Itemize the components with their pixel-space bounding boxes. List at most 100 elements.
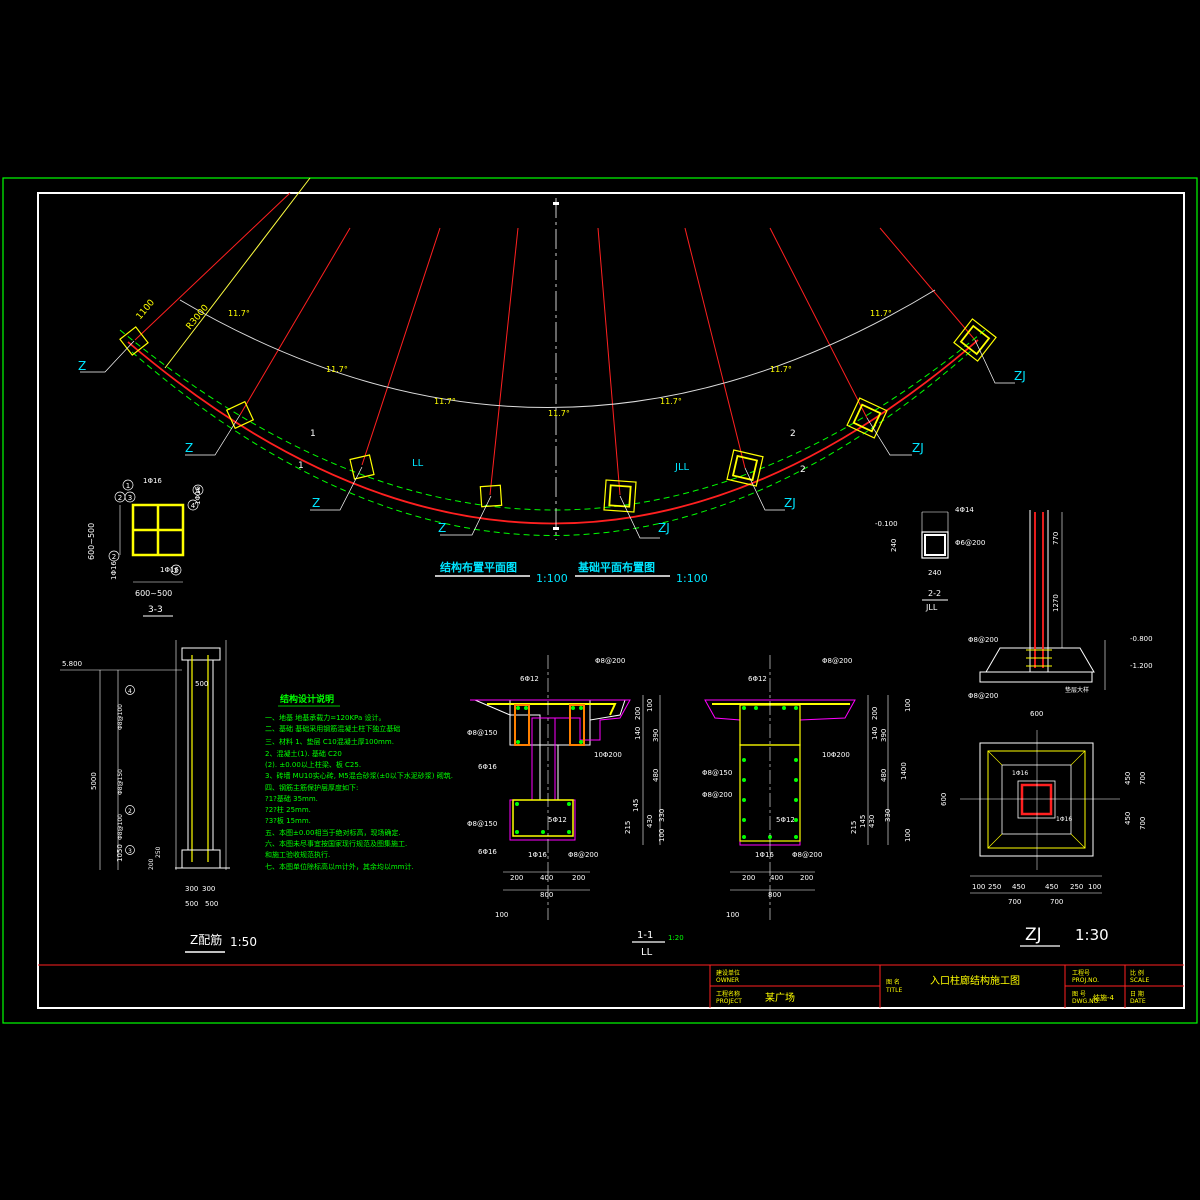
- rebar-label: Φ8@150: [702, 769, 732, 777]
- column-label: Z: [185, 441, 193, 455]
- section-title: 3-3: [148, 605, 163, 615]
- dim-label: 450: [1012, 883, 1025, 891]
- tb-sub: TITLE: [885, 987, 902, 994]
- rebar-label: 1Φ16: [755, 851, 774, 859]
- dim-label: 700: [1008, 898, 1021, 906]
- rebar-label: Φ8@200: [968, 692, 998, 700]
- rebar-label: 6Φ16: [478, 848, 497, 856]
- angle-label: 11.7°: [870, 309, 892, 318]
- rebar-label: 1Φ16: [1012, 770, 1028, 777]
- note-line: (2). ±0.00以上柱梁、板 C25.: [265, 760, 361, 769]
- mark-3: 3: [128, 494, 132, 502]
- rebar-label: 1Φ16: [160, 566, 179, 574]
- tb-sub: PROJECT: [716, 998, 742, 1005]
- note-line: ?1?基础 35mm.: [265, 794, 318, 803]
- dim-label: 600~500: [87, 523, 96, 560]
- tb-sub: DATE: [1130, 998, 1146, 1005]
- tb-label: 比 例: [1130, 969, 1144, 977]
- tb-label: 建设单位: [716, 969, 740, 977]
- scale-foundation-plan: 1:100: [676, 572, 708, 585]
- dim-label: 300: [202, 885, 215, 893]
- note-line: 七、本图单位除标高以m计外，其余均以mm计.: [265, 862, 414, 871]
- offset-label: 1100: [135, 298, 158, 322]
- rebar-label: 10Φ200: [594, 751, 622, 759]
- tb-label: 工程号: [1072, 969, 1090, 977]
- dim-500: 500: [195, 680, 208, 688]
- dim-label: 200: [742, 874, 755, 882]
- dim-5000: 5000: [90, 772, 98, 790]
- tb-label: 图 名: [886, 978, 900, 986]
- section-mark: 1: [298, 461, 304, 471]
- tb-sub: DWG.NO.: [1072, 998, 1100, 1005]
- dim-label: 250: [155, 846, 162, 858]
- dim-label: 450: [1124, 772, 1132, 785]
- mark-4: 4: [191, 502, 196, 510]
- angle-label: 11.7°: [660, 397, 682, 406]
- inner-frame: [37, 192, 1185, 1009]
- dim-label: 430: [868, 815, 876, 828]
- mark-2: 2: [112, 553, 116, 561]
- section-scale: 1:20: [668, 934, 684, 942]
- section-mark: 1: [310, 429, 316, 439]
- mark-4: 4: [128, 688, 132, 695]
- elev-label: -0.100: [875, 520, 898, 528]
- section-1-1-left: Φ8@200 6Φ12 Φ8@150 6Φ16 Φ8@150 6Φ16 5Φ12…: [467, 655, 684, 958]
- dim-label: 200: [871, 707, 879, 720]
- tb-label: 图 号: [1072, 991, 1086, 998]
- dim-label: 400: [540, 874, 553, 882]
- dim-label: 145: [632, 799, 640, 812]
- angle-label: 11.7°: [434, 397, 456, 406]
- rebar-label: Φ8@150: [117, 769, 124, 795]
- dim-600: 600: [940, 793, 948, 806]
- note-line: 和施工验收规范执行.: [265, 850, 330, 859]
- dim-label: 240: [890, 539, 898, 552]
- section-title: 1-1: [637, 930, 653, 941]
- dim-600: 600: [1030, 710, 1043, 718]
- rebar-label: Φ8@200: [568, 851, 598, 859]
- column-label: Z: [78, 359, 86, 373]
- section-1-1-right: Φ8@200 6Φ12 Φ8@150 Φ8@200 5Φ12 1Φ16 Φ8@2…: [702, 655, 912, 920]
- dim-label: 480: [652, 769, 660, 782]
- dim-label: 480: [880, 769, 888, 782]
- dim-label: 430: [646, 815, 654, 828]
- zj-footing: 770 1270 -0.800 -1.200 Φ8@200 Φ8@200 垫层大…: [940, 510, 1153, 947]
- drawing-name: 入口柱廊结构施工图: [930, 974, 1020, 987]
- dim-label: 400: [770, 874, 783, 882]
- mark-2: 2: [118, 494, 122, 502]
- rebar-label: Φ8@200: [595, 657, 625, 665]
- angle-label: 11.7°: [326, 365, 348, 374]
- column-label: ZJ: [1014, 369, 1026, 383]
- rebar-label: 5Φ12: [548, 816, 567, 824]
- notes-title: 结构设计说明: [280, 693, 334, 705]
- rebar-label: 6Φ12: [748, 675, 767, 683]
- rebar-label: Φ8@200: [702, 791, 732, 799]
- dim-label: 250: [988, 883, 1001, 891]
- dim-label: 700: [1050, 898, 1063, 906]
- dim-label: 300: [185, 885, 198, 893]
- rebar-label: Φ8@100: [117, 814, 124, 840]
- beam-label-jll: JLL: [674, 462, 690, 473]
- z-column-elevation: 5.800 5000 500 1050 Φ8@100 Φ8@150 Φ8@100…: [60, 640, 257, 953]
- section-title: 2-2: [928, 589, 941, 598]
- mark-3: 3: [128, 848, 132, 855]
- cover-label: 垫层大样: [1065, 686, 1089, 694]
- tb-sub: PROJ.NO.: [1072, 977, 1099, 984]
- note-line: ?3?板 15mm.: [265, 816, 311, 825]
- dim-label: 330: [658, 809, 666, 822]
- angle-label: 11.7°: [548, 409, 570, 418]
- dim-label: 100: [726, 911, 739, 919]
- note-line: 三、材料 1、垫层 C10混凝土厚100mm.: [265, 737, 394, 746]
- tb-sub: SCALE: [1130, 977, 1149, 984]
- zj-scale: 1:30: [1075, 926, 1109, 944]
- rebar-label: 6Φ12: [520, 675, 539, 683]
- dim-label: 240: [928, 569, 941, 577]
- dim-label: 215: [850, 821, 858, 834]
- dim-label: 390: [652, 729, 660, 742]
- mark-2: 2: [128, 808, 132, 815]
- note-line: ?2?柱 25mm.: [265, 805, 311, 814]
- tb-sub: OWNER: [716, 977, 739, 984]
- rebar-label: 6Φ16: [478, 763, 497, 771]
- column-label: ZJ: [784, 496, 796, 510]
- dim-770: 770: [1052, 532, 1060, 545]
